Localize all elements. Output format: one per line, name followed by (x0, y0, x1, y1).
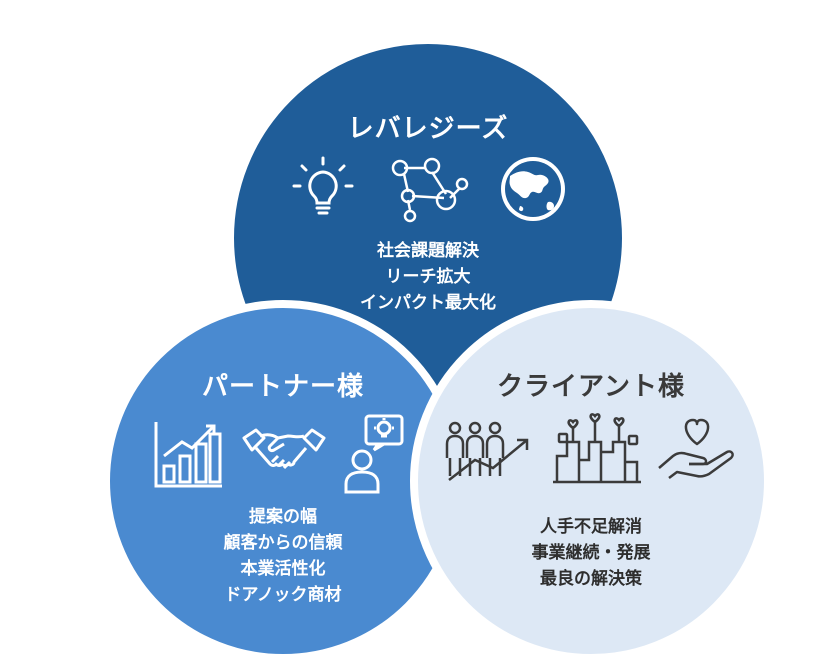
leverages-benefits: 社会課題解決 リーチ拡大 インパクト最大化 (234, 238, 622, 316)
growth-chart-icon (152, 418, 224, 490)
globe-icon (498, 154, 568, 224)
partner-benefit: ドアノック商材 (224, 585, 342, 605)
client-benefit: 最良の解決策 (540, 569, 642, 589)
partner-icons (110, 414, 456, 494)
leverages-benefit: インパクト最大化 (360, 293, 496, 313)
client-benefits: 人手不足解消 事業継続・発展 最良の解決策 (418, 514, 764, 592)
leverages-benefit: リーチ拡大 (385, 267, 471, 287)
heart-hand-icon (657, 414, 737, 484)
leverages-title: レバレジーズ (347, 114, 509, 144)
leverages-icons (234, 154, 622, 224)
handshake-icon (242, 424, 326, 484)
partner-title: パートナー様 (201, 372, 364, 402)
person-idea-icon (344, 414, 414, 494)
lightbulb-icon (288, 154, 358, 224)
partner-circle: パートナー様 (102, 300, 464, 662)
people-growth-icon (445, 414, 537, 484)
client-title: クライアント様 (497, 372, 685, 402)
partner-benefit: 顧客からの信頼 (223, 533, 343, 553)
partner-benefits: 提案の幅 顧客からの信頼 本業活性化 ドアノック商材 (110, 504, 456, 608)
city-hearts-icon (551, 412, 643, 486)
partner-benefit: 本業活性化 (240, 559, 326, 579)
network-icon (386, 154, 470, 224)
client-benefit: 事業継続・発展 (531, 543, 651, 563)
leverages-benefit: 社会課題解決 (377, 241, 479, 261)
partner-benefit: 提案の幅 (249, 507, 317, 527)
client-circle: クライアント様 (410, 300, 772, 662)
client-icons (418, 412, 764, 486)
client-benefit: 人手不足解消 (540, 517, 642, 537)
